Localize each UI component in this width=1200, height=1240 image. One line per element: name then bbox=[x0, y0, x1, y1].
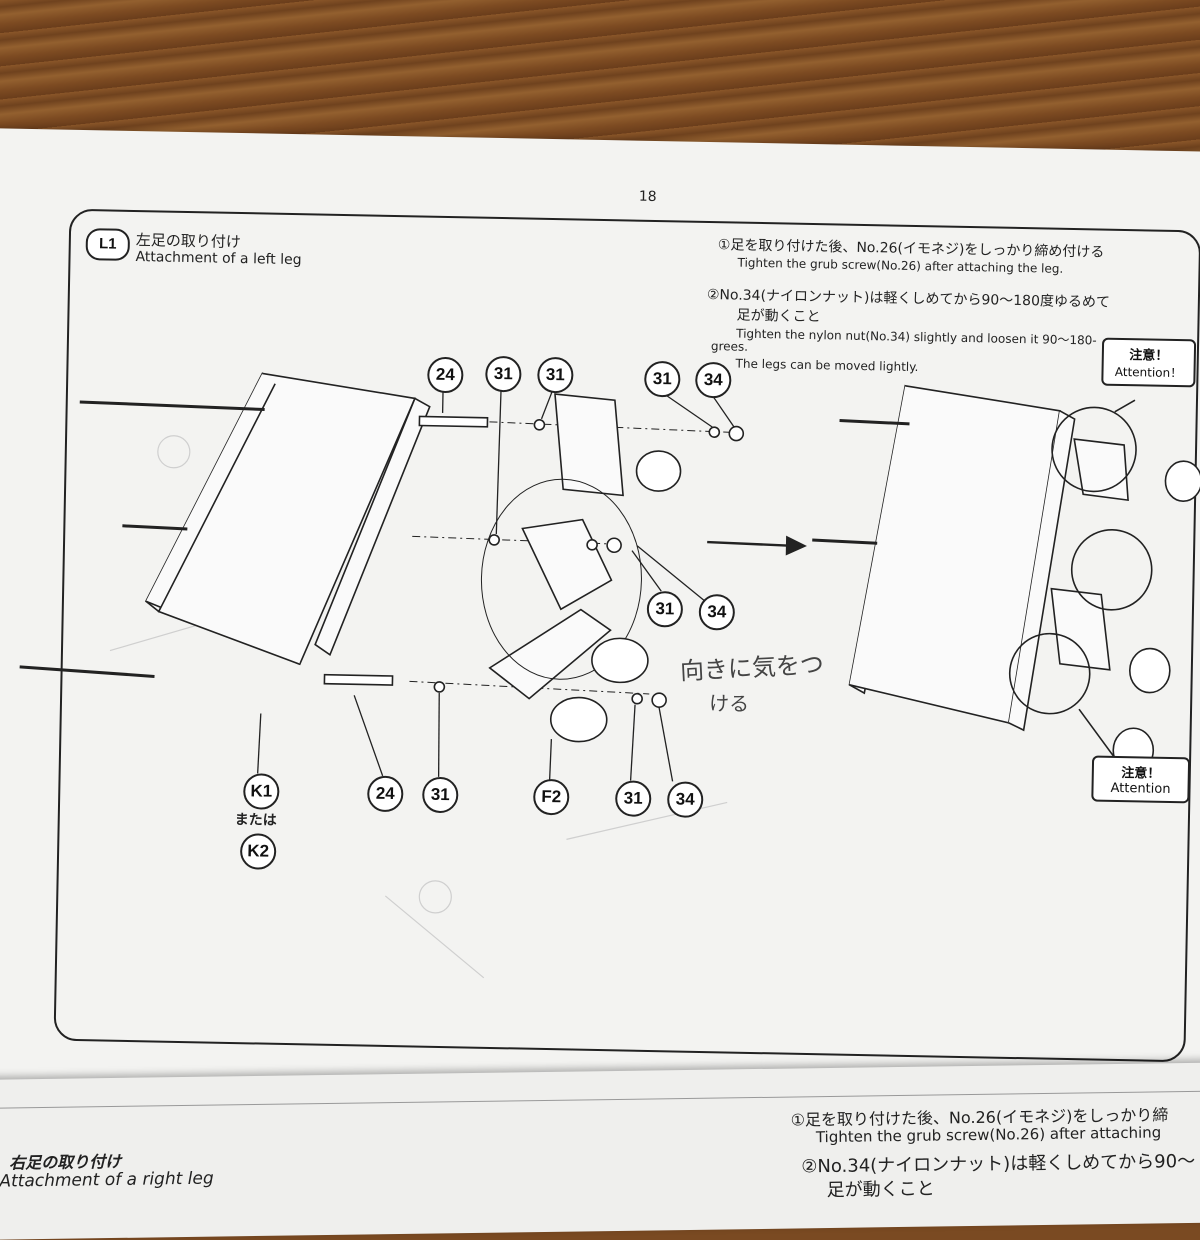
diagram-frame bbox=[0, 128, 1200, 1132]
attention-bottom-en: Attention bbox=[1099, 781, 1181, 798]
or-label: または bbox=[235, 809, 277, 830]
left-leg-exploded-diagram bbox=[18, 369, 744, 745]
handwritten-note-line1: 向きに気をつ bbox=[679, 644, 825, 686]
attention-top-en: Attention！ bbox=[1109, 363, 1187, 381]
manual-page: 18 bbox=[0, 128, 1200, 1132]
attention-bottom-jp: 注意！ bbox=[1100, 762, 1182, 783]
instruction-2-jp-cont: 足が動くこと bbox=[736, 305, 820, 327]
next-step-title-en: Attachment of a right leg bbox=[0, 1169, 214, 1192]
attention-note-top: 注意！ Attention！ bbox=[1101, 338, 1196, 388]
left-leg-assembled-diagram bbox=[808, 384, 1200, 783]
next-instruction-1-en: Tighten the grub screw(No.26) after atta… bbox=[816, 1123, 1162, 1146]
next-instruction-2-jp-cont: 足が動くこと bbox=[826, 1175, 934, 1203]
result-arrow bbox=[707, 536, 804, 554]
step-badge: L1 bbox=[85, 228, 130, 261]
attention-note-bottom: 注意！ Attention bbox=[1091, 755, 1190, 803]
instruction-2-en-cont: grees. bbox=[711, 339, 748, 354]
attention-top-jp: 注意！ bbox=[1110, 344, 1188, 364]
next-instruction-2-jp: ②No.34(ナイロンナット)は軽くしめてから90～ bbox=[801, 1147, 1195, 1178]
step-title-en: Attachment of a left leg bbox=[135, 249, 301, 268]
handwritten-note-line2: ける bbox=[709, 687, 750, 717]
next-manual-page: 右足の取り付け Attachment of a right leg ①足を取り付… bbox=[0, 1062, 1200, 1240]
